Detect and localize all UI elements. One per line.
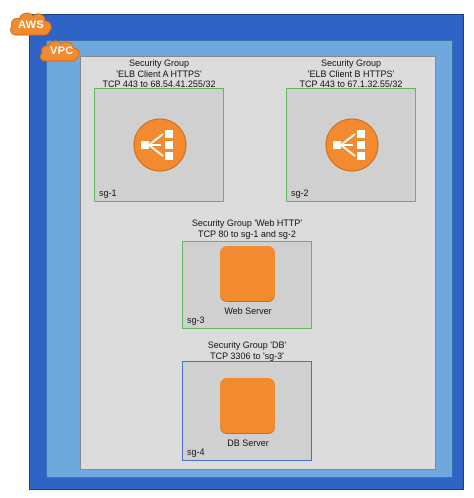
sg4-box: DB Server sg-4 — [182, 361, 312, 461]
sg2-label: sg-2 — [291, 188, 309, 198]
sg3-title-line2: TCP 80 to sg-1 and sg-2 — [198, 228, 296, 239]
sg1-title: Security Group 'ELB Client A HTTPS' TCP … — [94, 58, 224, 90]
sg1-title-line1: Security Group — [128, 58, 190, 68]
web-server-label: Web Server — [224, 306, 272, 316]
sg1-title-line2: 'ELB Client A HTTPS' — [116, 68, 202, 79]
aws-label: AWS — [18, 19, 44, 31]
db-server-icon — [220, 378, 275, 433]
aws-cloud-icon — [10, 12, 52, 36]
sg3-label: sg-3 — [187, 315, 205, 325]
vpc-cloud-icon — [39, 40, 80, 62]
sg1-title-line3: TCP 443 to 68.54.41.255/32 — [102, 79, 216, 89]
sg3-title-line1: Security Group 'Web HTTP' — [191, 218, 303, 228]
sg1-label: sg-1 — [99, 188, 117, 198]
sg4-title: Security Group 'DB' TCP 3306 to 'sg-3' — [182, 340, 312, 361]
sg2-title: Security Group 'ELB Client B HTTPS' TCP … — [286, 58, 416, 90]
load-balancer-icon — [325, 118, 379, 172]
vpc-label: VPC — [50, 45, 74, 57]
sg1-box: sg-1 — [94, 88, 224, 202]
web-server-icon — [220, 246, 275, 301]
sg2-title-line1: Security Group — [320, 58, 382, 68]
load-balancer-icon — [133, 118, 187, 172]
sg3-box: Web Server sg-3 — [182, 241, 312, 329]
sg2-title-line3: TCP 443 to 67.1.32.55/32 — [299, 79, 403, 89]
sg3-title: Security Group 'Web HTTP' TCP 80 to sg-1… — [182, 218, 312, 239]
sg4-title-line2: TCP 3306 to 'sg-3' — [210, 350, 284, 361]
sg4-label: sg-4 — [187, 447, 205, 457]
sg2-box: sg-2 — [286, 88, 416, 202]
db-server-label: DB Server — [227, 438, 269, 448]
sg2-title-line2: 'ELB Client B HTTPS' — [307, 68, 395, 79]
sg4-title-line1: Security Group 'DB' — [207, 340, 287, 350]
